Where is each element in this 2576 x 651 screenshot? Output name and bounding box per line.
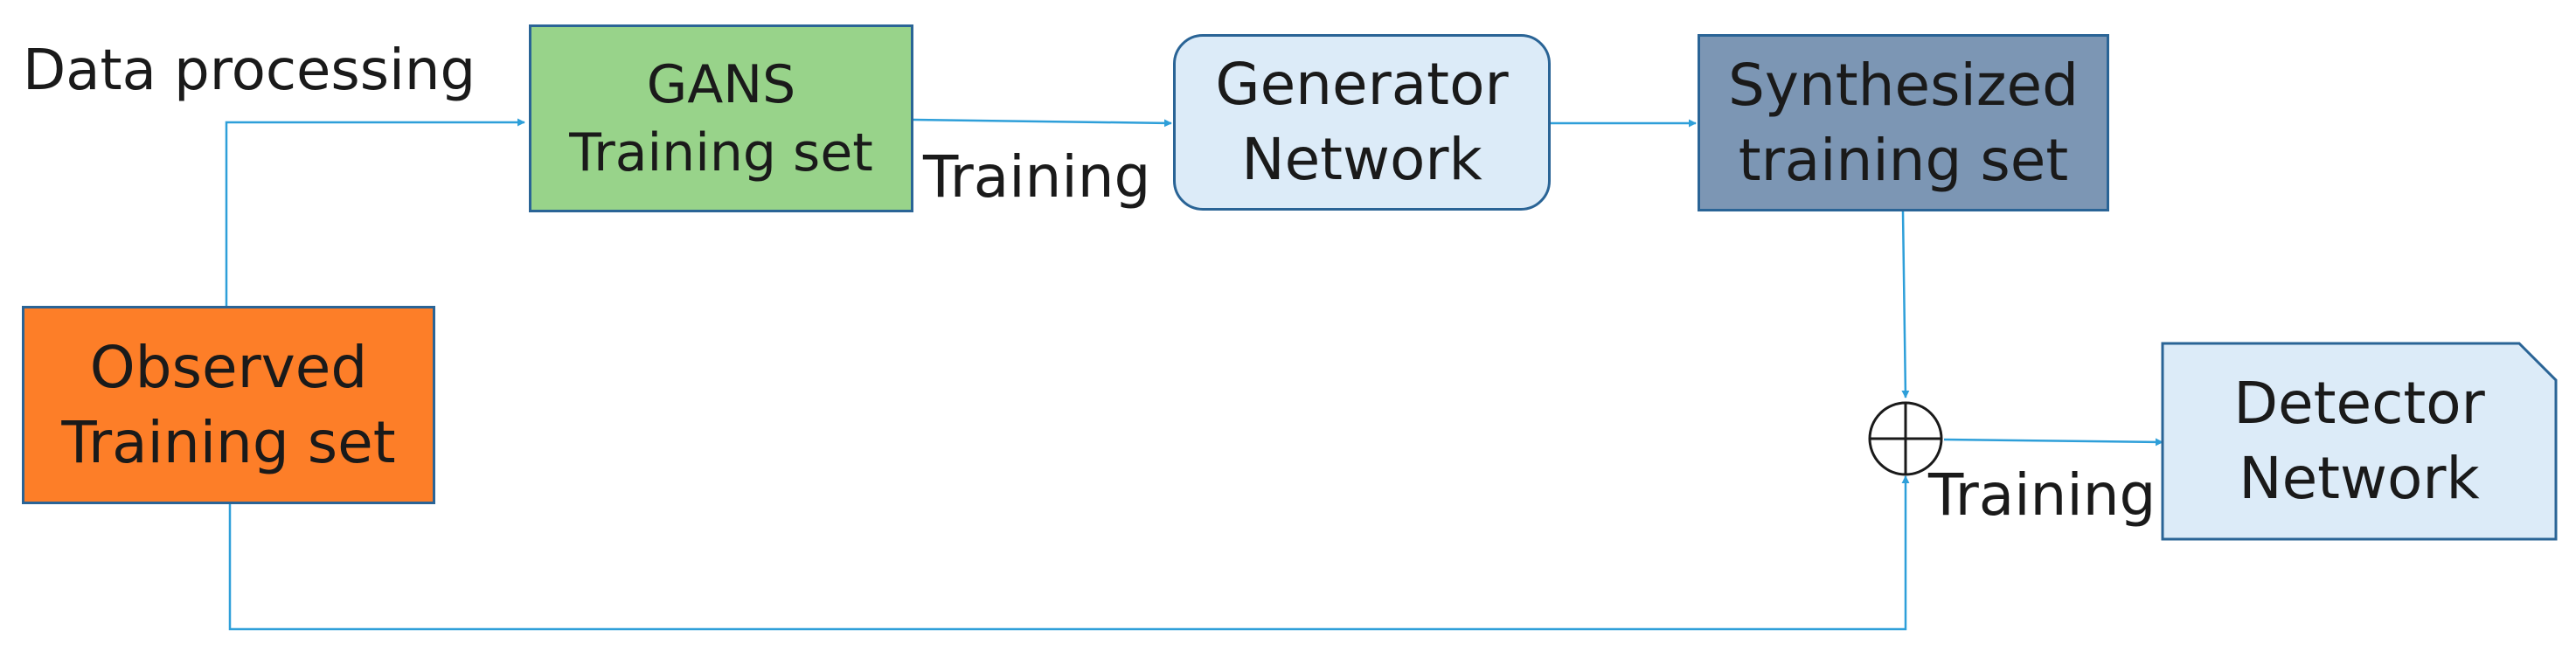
gans-line-1: GANS bbox=[646, 53, 796, 115]
detector-network-node: Detector Network bbox=[2163, 343, 2556, 539]
edge-synthesized-to-combiner bbox=[1901, 211, 1910, 398]
edge-gans-to-generator bbox=[913, 118, 1172, 128]
gans-training-set-node: GANS Training set bbox=[529, 24, 913, 212]
detector-line-2: Network bbox=[2239, 445, 2480, 512]
edge-observed-to-gans bbox=[225, 118, 525, 306]
training-label-generator: Training bbox=[923, 143, 1151, 211]
edge-observed-to-combiner bbox=[228, 475, 1910, 631]
detector-line-1: Detector bbox=[2233, 370, 2485, 438]
synthesized-training-set-node: Synthesized training set bbox=[1698, 34, 2109, 211]
edge-combiner-to-detector bbox=[1943, 438, 2163, 447]
synthesized-line-2: training set bbox=[1738, 126, 2069, 194]
observed-line-2: Training set bbox=[61, 408, 396, 476]
combiner-circled-plus-icon bbox=[1868, 401, 1943, 476]
gans-line-2: Training set bbox=[569, 121, 873, 184]
generator-line-1: Generator bbox=[1215, 51, 1509, 119]
detector-node-shape bbox=[2161, 342, 2558, 541]
observed-training-set-node: Observed Training set bbox=[22, 306, 435, 504]
synthesized-line-1: Synthesized bbox=[1728, 51, 2079, 119]
data-processing-label: Data processing bbox=[23, 38, 476, 103]
observed-line-1: Observed bbox=[89, 333, 368, 401]
generator-network-node: Generator Network bbox=[1173, 34, 1551, 211]
training-label-detector: Training bbox=[1928, 461, 2156, 529]
generator-line-2: Network bbox=[1241, 126, 1482, 193]
